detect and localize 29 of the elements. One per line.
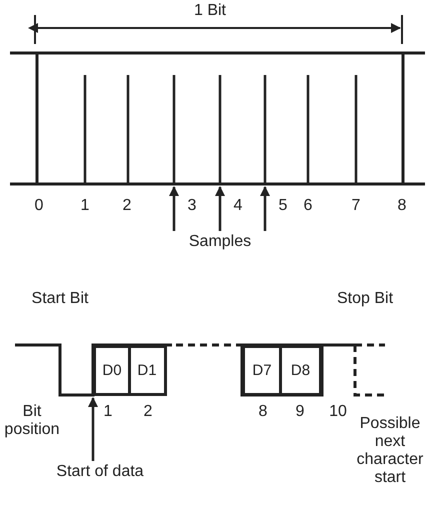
tick-number: 6: [302, 197, 314, 215]
bit-position-number: 2: [142, 403, 154, 421]
data-bit-box: D1: [130, 345, 167, 396]
leader-arrow: [88, 397, 98, 461]
bit-position-number: 10: [328, 403, 348, 421]
leader-arrow: [215, 186, 225, 231]
leader-arrow: [260, 186, 270, 231]
tick-number: 4: [232, 197, 244, 215]
tick-number: 3: [186, 197, 198, 215]
annotation-text: Start of data: [35, 463, 165, 483]
tick-number: 5: [278, 197, 288, 215]
tick-number: 7: [350, 197, 362, 215]
signal-label: Start Bit: [30, 290, 90, 308]
axis-label: Bit position: [3, 403, 61, 439]
tick-number: 1: [80, 197, 90, 215]
dimension-label: 1 Bit: [192, 2, 227, 20]
bit-position-number: 1: [102, 403, 114, 421]
annotation-text: Possible next character start: [356, 415, 424, 487]
tick-number: 2: [122, 197, 132, 215]
data-bit-box: D8: [282, 345, 322, 396]
tick-number: 8: [396, 197, 408, 215]
bit-position-number: 9: [294, 403, 306, 421]
tick-number: 0: [34, 197, 44, 215]
leader-arrow: [169, 186, 179, 231]
bit-position-number: 8: [258, 403, 268, 421]
annotation-text: Samples: [180, 233, 260, 253]
data-bit-box: D7: [242, 345, 282, 396]
signal-label: Stop Bit: [336, 290, 394, 308]
data-bit-box: D0: [93, 345, 131, 396]
